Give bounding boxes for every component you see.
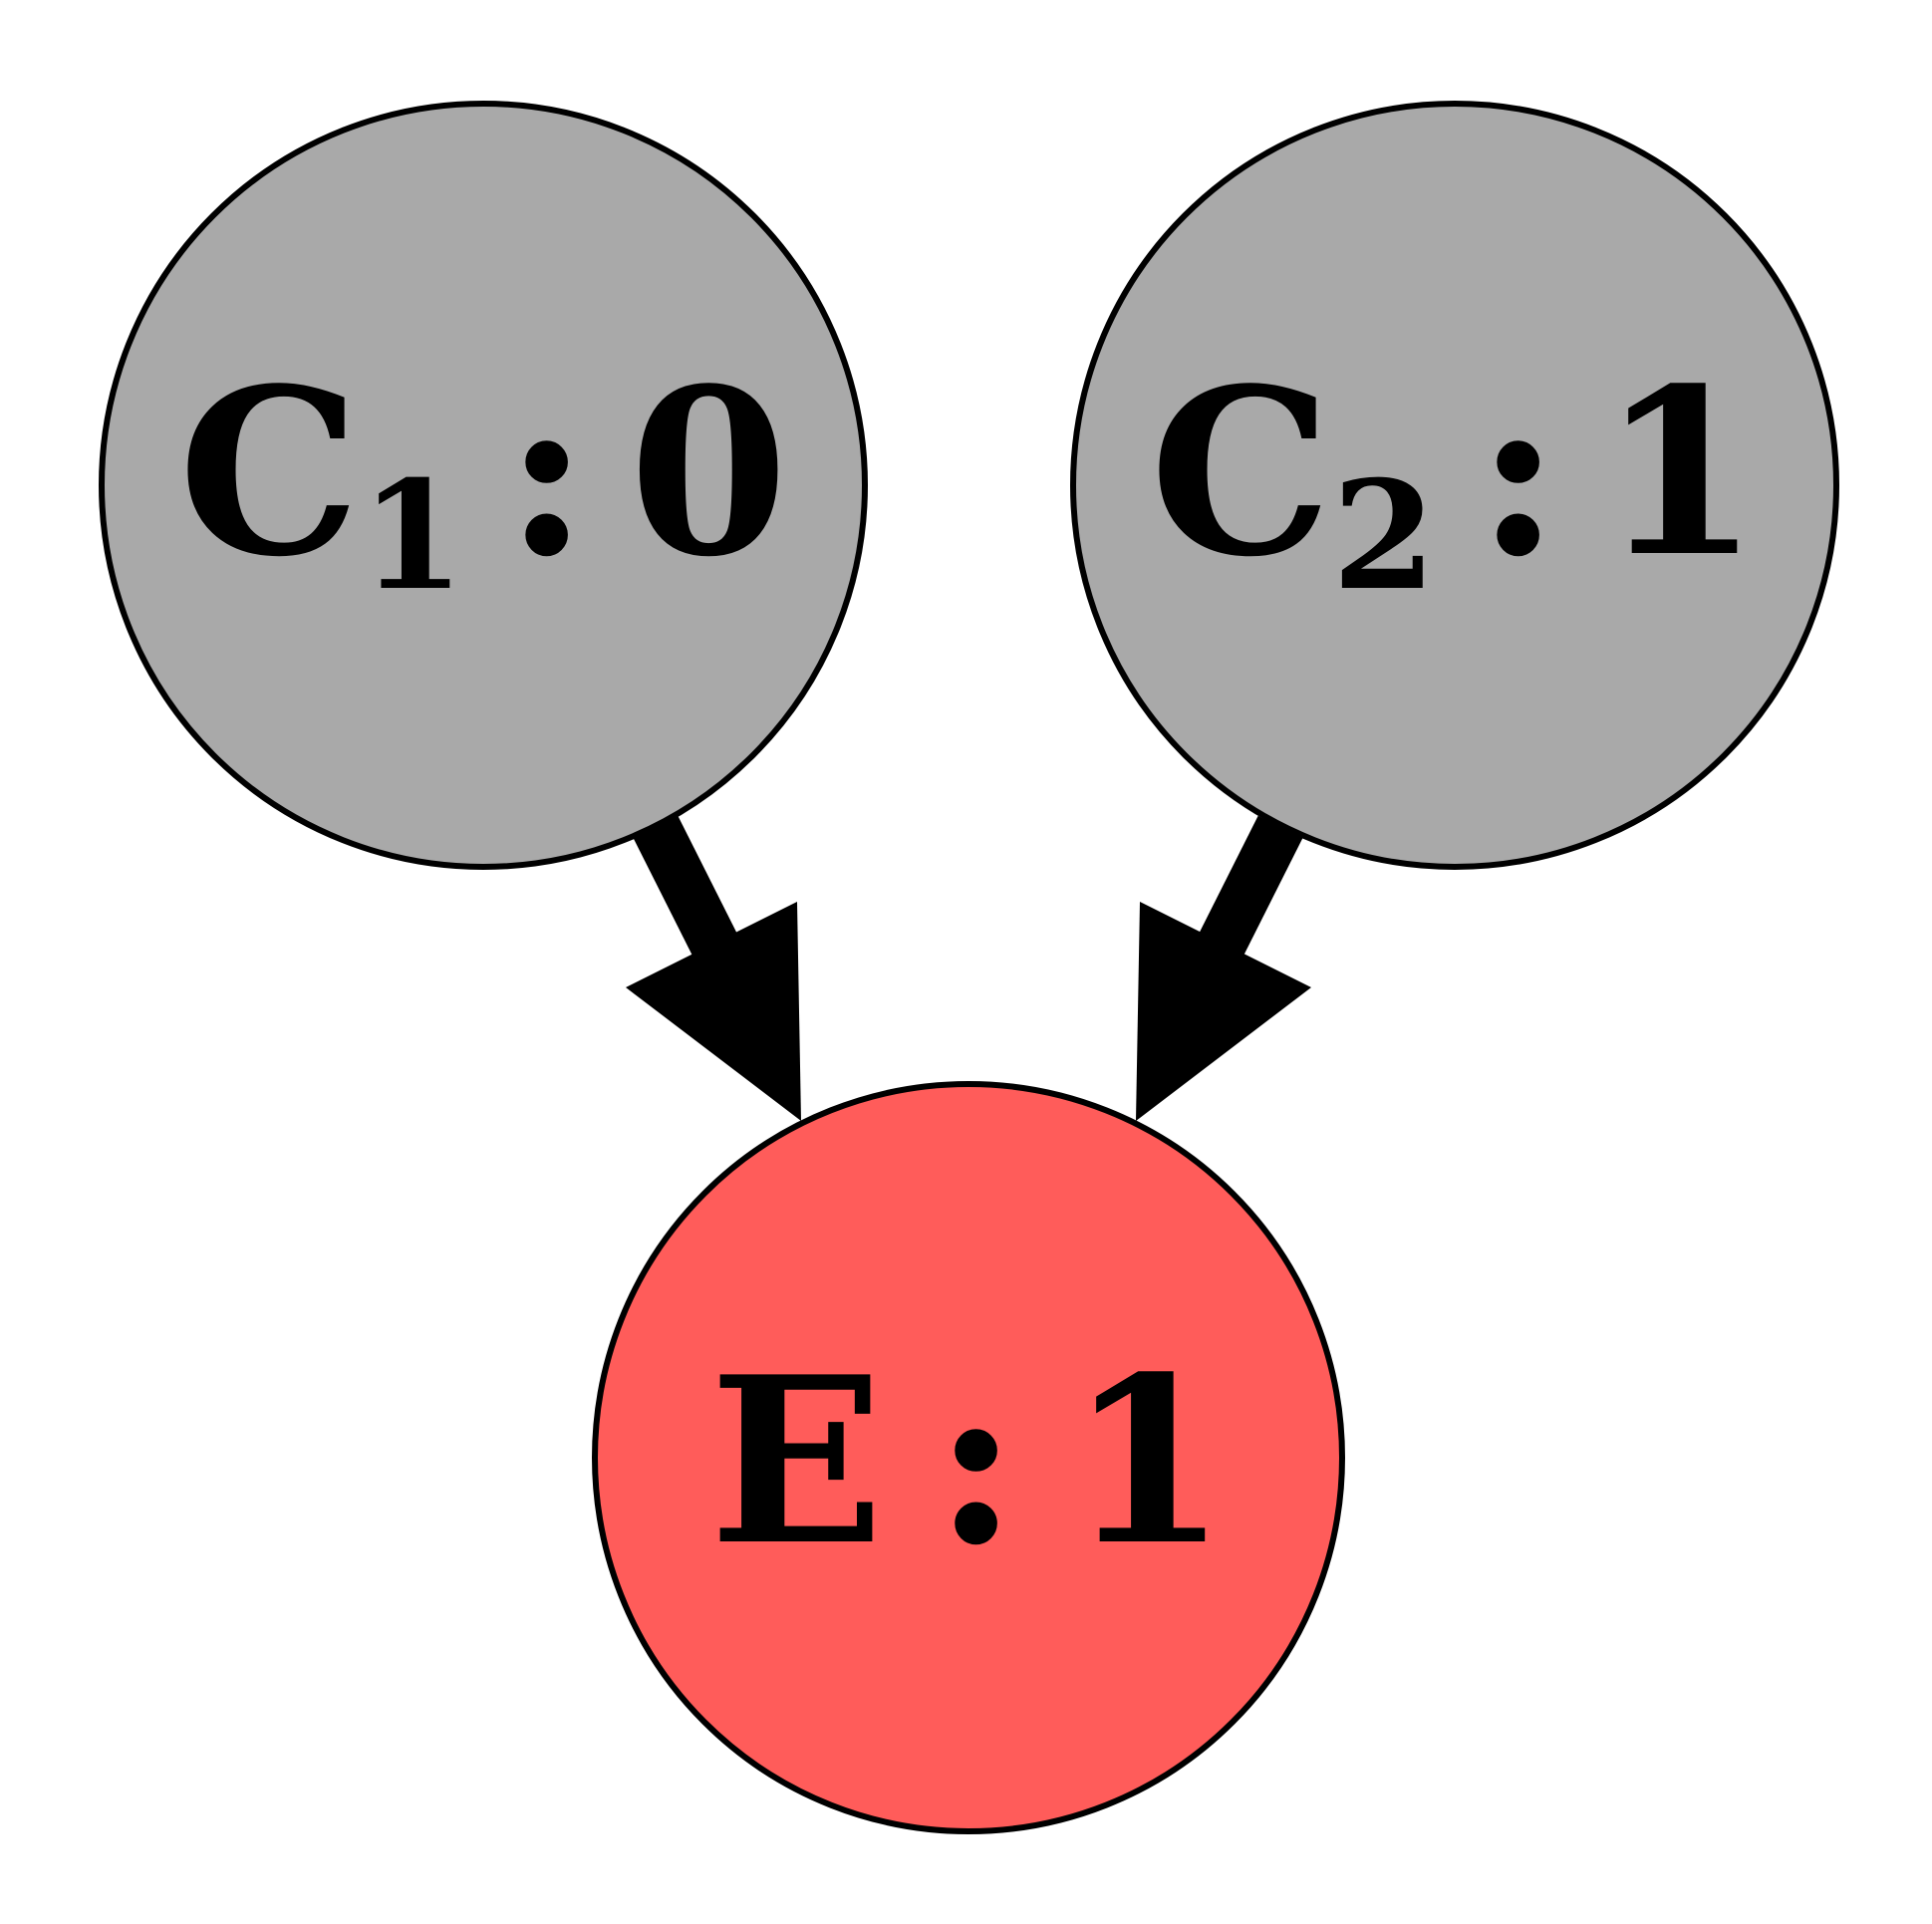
node-c2-separator: :	[1476, 339, 1560, 608]
node-e-label: E:1	[709, 1327, 1228, 1596]
edge-c1-to-e-arrowhead	[626, 902, 801, 1121]
node-e-separator: :	[934, 1327, 1018, 1596]
node-c1: C1:0	[99, 101, 868, 870]
node-c1-value: 0	[629, 339, 788, 608]
node-e-circle	[592, 1081, 1345, 1834]
node-c2-label: C2:1	[1150, 339, 1760, 624]
edge-c2-to-e-arrowhead	[1136, 902, 1311, 1121]
node-e-value: 1	[1068, 1327, 1228, 1596]
node-c2: C2:1	[1070, 101, 1839, 870]
node-c1-separator: :	[504, 339, 589, 608]
node-c1-symbol: C	[178, 339, 361, 608]
node-c2-value: 1	[1600, 339, 1760, 608]
node-c1-circle	[99, 101, 868, 870]
node-c1-subscript: 1	[361, 448, 464, 624]
node-c2-symbol: C	[1150, 339, 1332, 608]
edge-c2-to-e	[1136, 815, 1311, 1121]
node-e-symbol: E	[709, 1327, 884, 1596]
node-c2-circle	[1070, 101, 1839, 870]
node-e: E:1	[592, 1081, 1345, 1834]
node-c1-label: C1:0	[178, 339, 788, 624]
edge-c1-to-e	[626, 815, 801, 1121]
node-c2-subscript: 2	[1332, 448, 1436, 624]
